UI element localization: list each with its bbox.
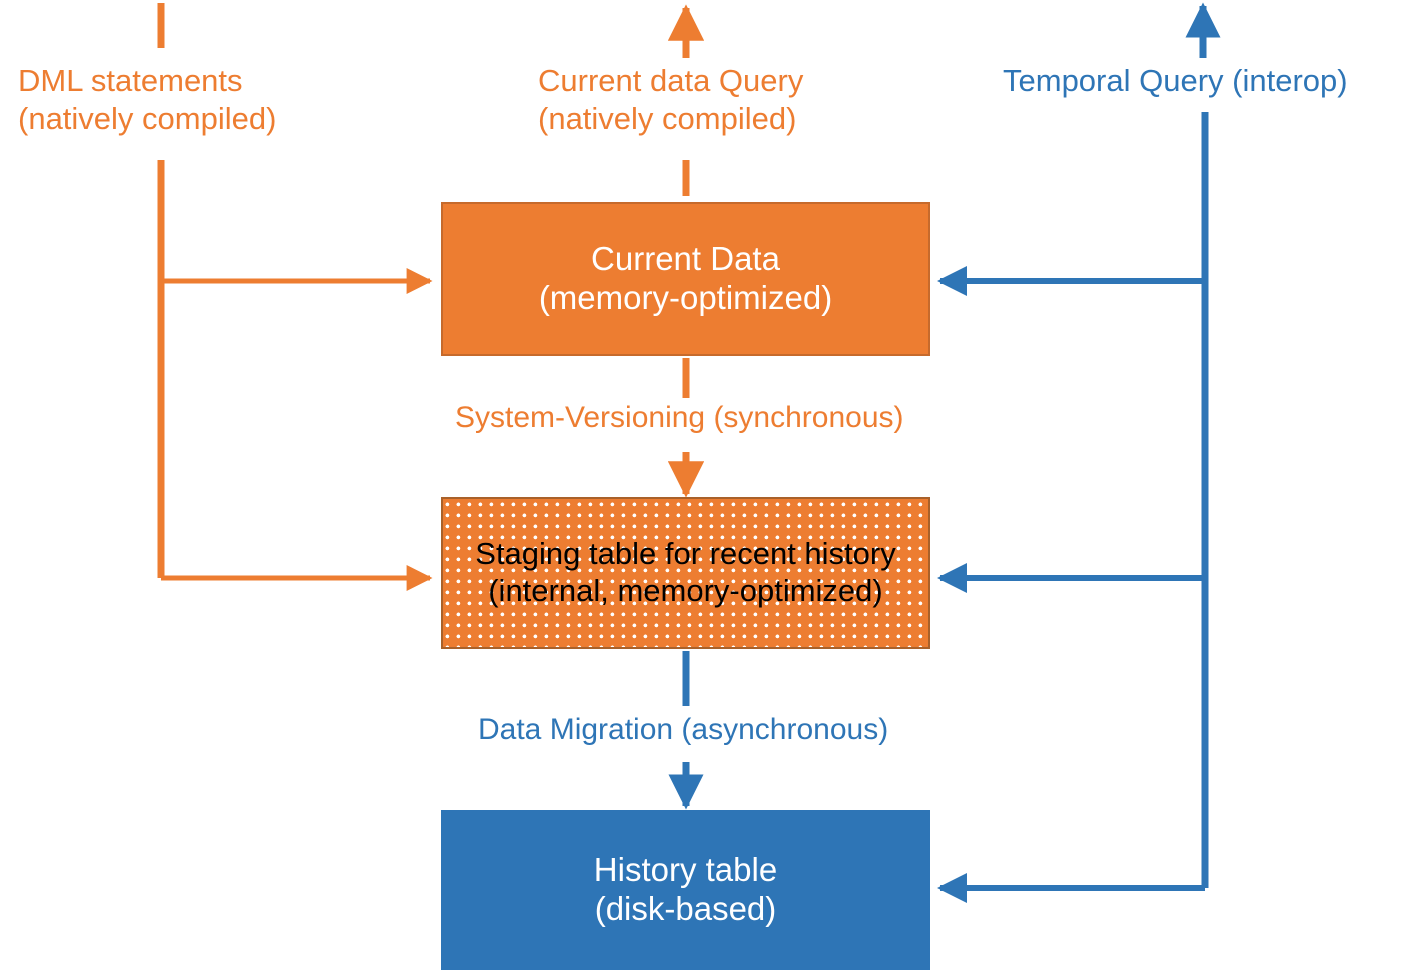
node-current-data[interactable]: Current Data (memory-optimized) xyxy=(441,202,930,356)
node-staging-table[interactable]: Staging table for recent history (intern… xyxy=(441,497,930,649)
label-dml-statements: DML statements (natively compiled) xyxy=(18,63,277,136)
label-temporal-query: Temporal Query (interop) xyxy=(1003,63,1348,98)
label-current-data-query: Current data Query (natively compiled) xyxy=(538,63,804,136)
connector-temporal-query xyxy=(937,2,1221,903)
label-data-migration: Data Migration (asynchronous) xyxy=(478,713,889,746)
label-system-versioning: System-Versioning (synchronous) xyxy=(455,401,904,434)
node-history-table[interactable]: History table (disk-based) xyxy=(441,810,930,970)
